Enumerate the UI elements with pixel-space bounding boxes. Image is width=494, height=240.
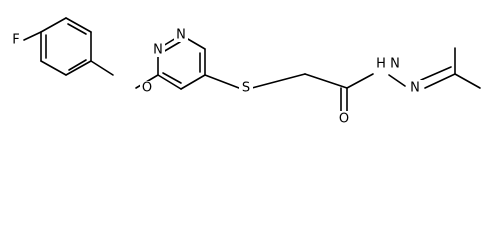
amide-nitrogen-atom: N — [390, 57, 400, 72]
amide-h-atom: H — [376, 57, 386, 72]
carbonyl-oxygen-atom: O — [339, 112, 349, 127]
side-chain — [204, 47, 481, 112]
ring-bond — [40, 17, 67, 33]
atom-labels: F O N N S O H N N — [10, 28, 423, 127]
aromatic-inner-bond — [162, 41, 181, 53]
molecule-canvas: F O N N S O H N N — [10, 17, 481, 127]
ring-bond — [180, 74, 206, 90]
aromatic-inner-bond — [67, 23, 87, 35]
ring-bond — [65, 60, 92, 76]
aromatic-inner-bond — [68, 59, 87, 71]
ring-nitrogen-atom: N — [153, 43, 163, 58]
ring-bond — [157, 74, 182, 90]
bond-co-n — [346, 73, 374, 89]
fluorophenyl-ring — [23, 17, 92, 76]
ether-oxygen-label-bg — [140, 81, 154, 95]
ring-nitrogen-label-bg — [151, 43, 165, 57]
bond-f-c — [23, 31, 42, 41]
chemical-structure: F O N N S O H N N — [10, 17, 481, 127]
bond-c-s — [204, 74, 240, 89]
sulfur-atom: S — [242, 81, 250, 96]
bond-ch2-co — [304, 73, 348, 89]
bond-n-c — [424, 73, 456, 89]
carbonyl-oxygen-label-bg — [337, 111, 351, 127]
bond-c-o — [90, 60, 114, 76]
bond-n-n — [388, 74, 406, 87]
ring-nitrogen-label-bg — [174, 28, 188, 42]
fluorine-label-bg — [10, 33, 22, 47]
sulfur-label-bg — [239, 80, 253, 96]
ring-bond — [65, 17, 92, 33]
ring-bond — [40, 60, 67, 76]
pyrimidine-ring — [157, 34, 206, 90]
ring-nitrogen-atom: N — [176, 28, 186, 43]
bond-n-c-double — [420, 66, 452, 81]
amide-nh-label-bg — [374, 56, 402, 72]
hydrazone-nitrogen-atom: N — [410, 81, 420, 96]
fluorine-atom: F — [12, 33, 19, 48]
methyl-bond — [454, 73, 481, 89]
ether-oxygen-atom: O — [142, 81, 152, 96]
aromatic-inner-bond — [162, 72, 182, 84]
bond-s-ch2 — [251, 73, 306, 89]
hydrazone-nitrogen-label-bg — [407, 80, 423, 96]
